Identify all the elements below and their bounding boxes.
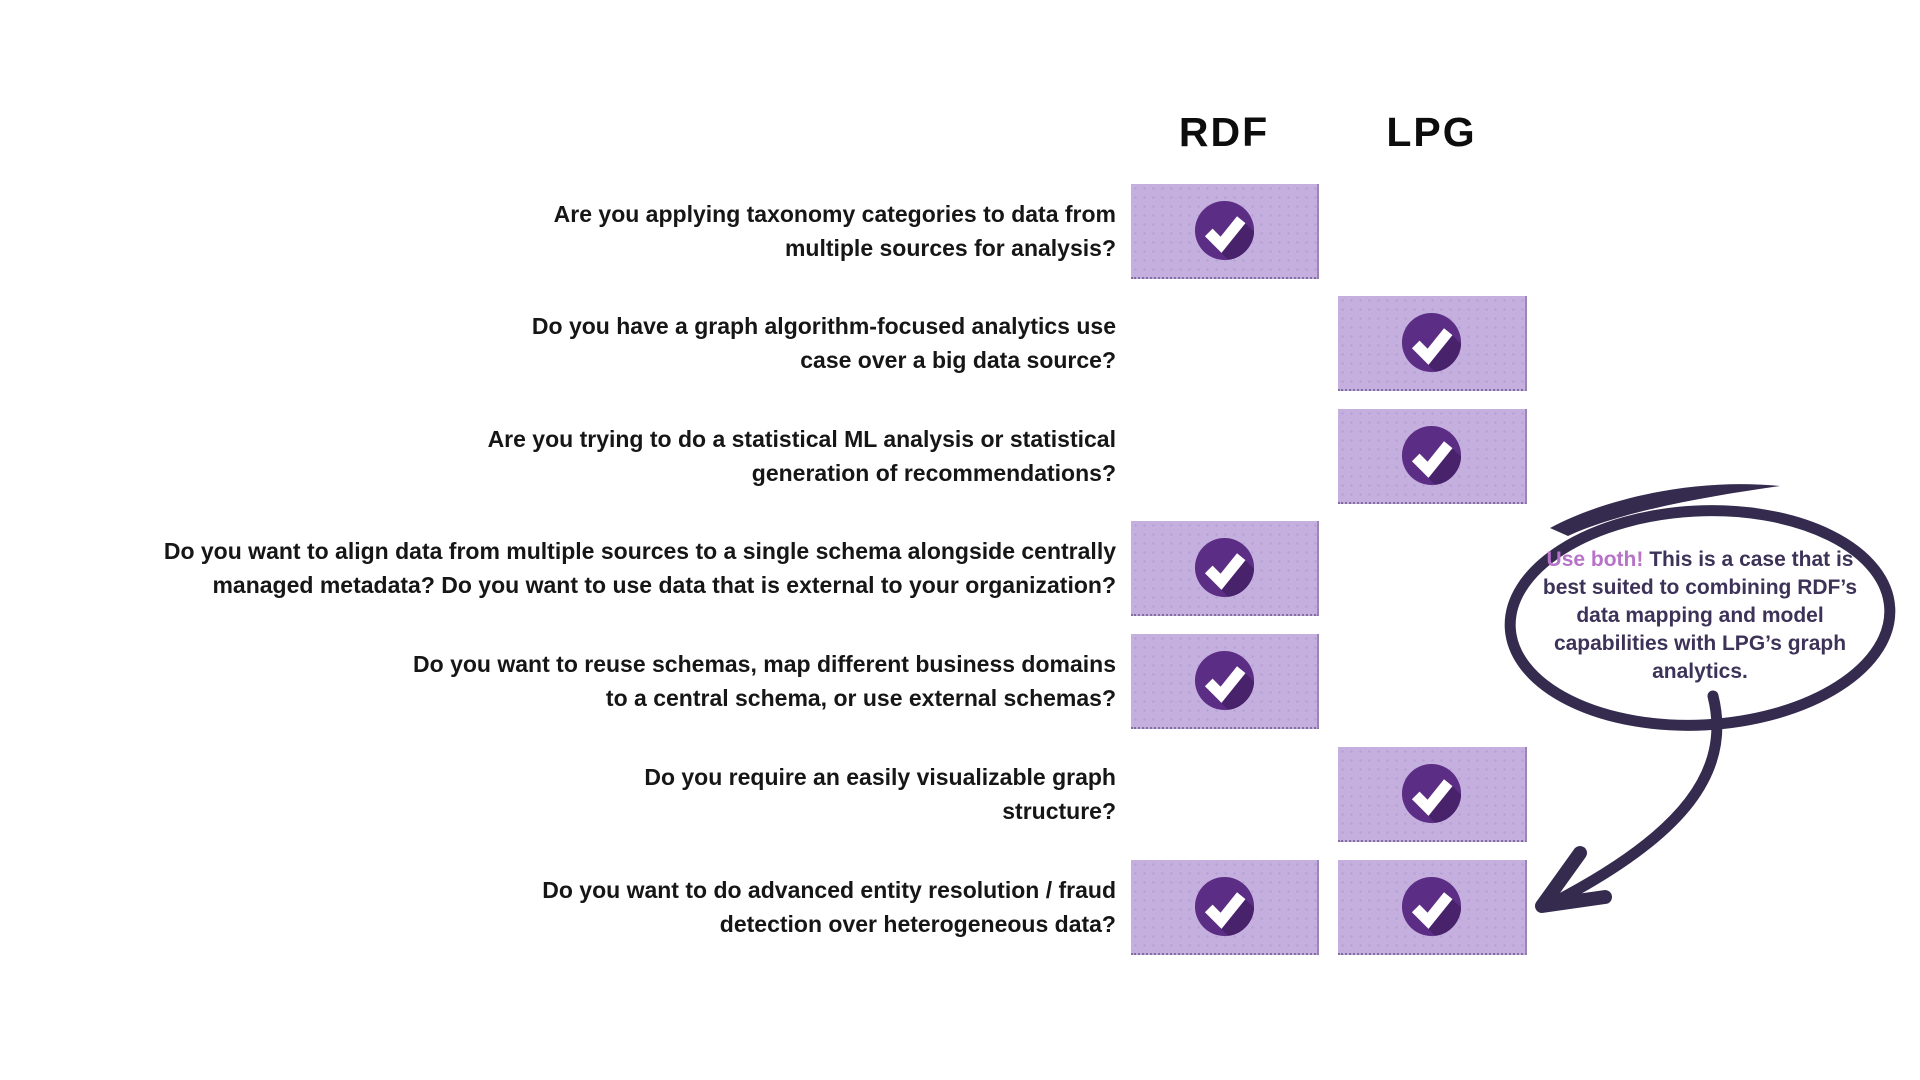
callout-lead-text: Use both!	[1546, 548, 1644, 571]
question-text: Are you applying taxonomy categories to …	[553, 200, 1116, 261]
table-row: Do you have a graph algorithm-focused an…	[0, 296, 1920, 391]
pen-tail	[1550, 484, 1780, 536]
lpg-check-cell	[1338, 296, 1527, 391]
check-icon	[1194, 200, 1254, 261]
table-row: Do you want to align data from multiple …	[0, 521, 1920, 616]
callout-note: Use both! This is a case that is best su…	[1532, 546, 1868, 686]
question-text: Are you trying to do a statistical ML an…	[487, 425, 1116, 486]
rdf-check-cell	[1131, 184, 1319, 279]
lpg-check-cell	[1338, 409, 1527, 504]
question-text: Do you require an easily visualizable gr…	[644, 763, 1116, 824]
column-header-rdf: RDF	[1178, 108, 1270, 155]
hand-drawn-ellipse	[1504, 505, 1896, 731]
check-icon	[1401, 876, 1462, 937]
question-text: Do you want to align data from multiple …	[163, 537, 1116, 598]
check-icon	[1401, 312, 1462, 373]
check-icon	[1194, 650, 1254, 711]
rdf-check-cell	[1131, 634, 1319, 729]
table-row: Do you want to do advanced entity resolu…	[0, 860, 1920, 955]
check-icon	[1401, 425, 1462, 486]
question-text: Do you have a graph algorithm-focused an…	[531, 312, 1116, 373]
table-row: Are you trying to do a statistical ML an…	[0, 409, 1920, 504]
arrowhead-icon	[1535, 846, 1612, 913]
check-icon	[1401, 763, 1462, 824]
table-row: Are you applying taxonomy categories to …	[0, 184, 1920, 279]
column-header-lpg: LPG	[1386, 108, 1477, 155]
question-text: Do you want to reuse schemas, map differ…	[413, 650, 1116, 711]
check-icon	[1194, 876, 1254, 937]
table-row: Do you require an easily visualizable gr…	[0, 747, 1920, 842]
curved-arrow-icon	[1556, 690, 1723, 904]
rdf-check-cell	[1131, 521, 1319, 616]
lpg-check-cell	[1338, 860, 1527, 955]
callout-bubble	[1504, 484, 1896, 913]
callout-body-text: This is a case that is best suited to co…	[1542, 548, 1858, 683]
lpg-check-cell	[1338, 747, 1527, 842]
question-text: Do you want to do advanced entity resolu…	[542, 876, 1116, 937]
rdf-check-cell	[1131, 860, 1319, 955]
table-row: Do you want to reuse schemas, map differ…	[0, 634, 1920, 729]
check-icon	[1194, 537, 1254, 598]
